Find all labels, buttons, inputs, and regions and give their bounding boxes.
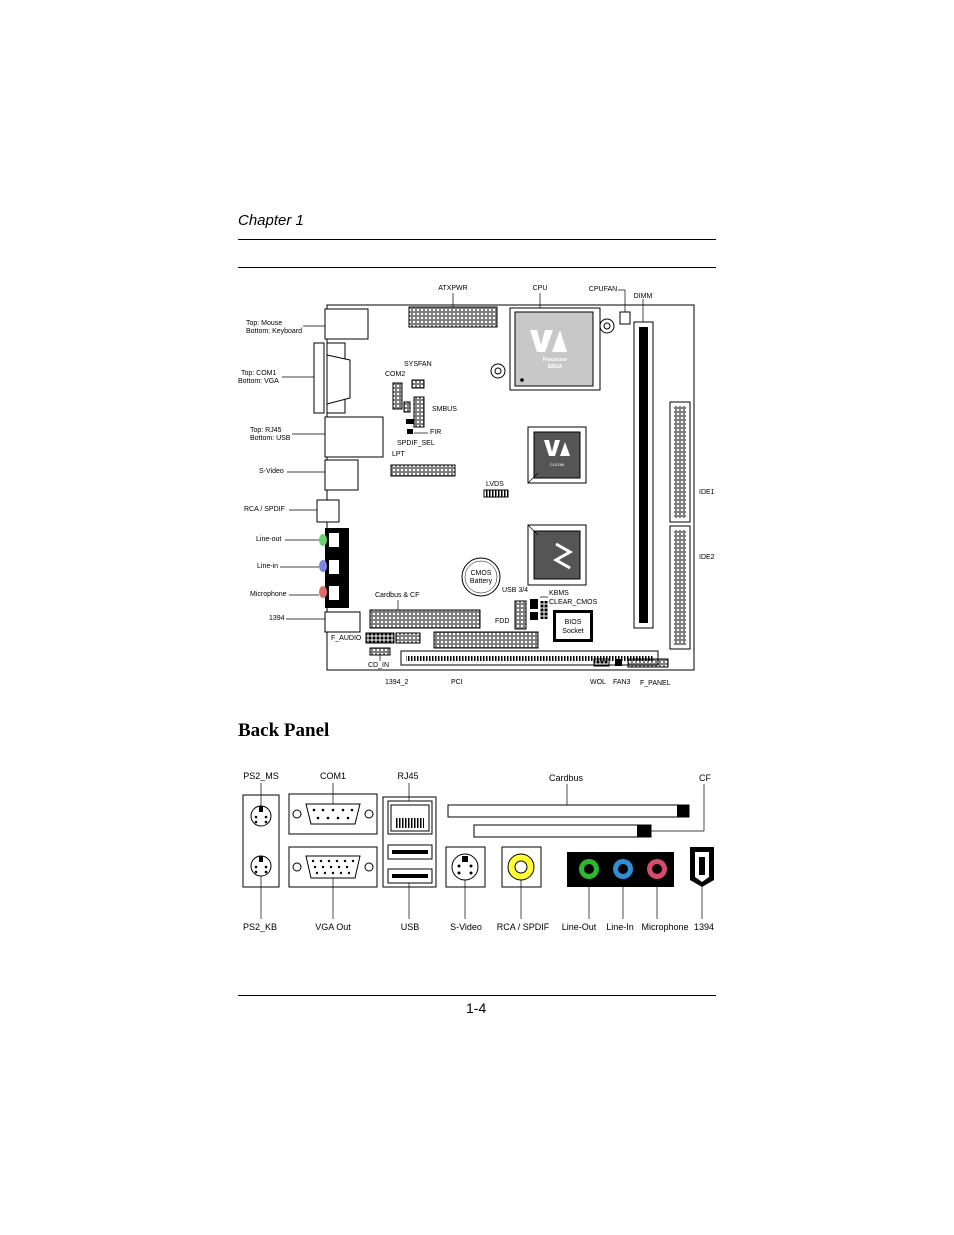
com1-bp-label: COM1 bbox=[319, 771, 347, 781]
keyboard-label: Bottom: Keyboard bbox=[246, 328, 303, 335]
line-in-label: Line-in bbox=[257, 563, 279, 570]
rj45-bp-label: RJ45 bbox=[397, 771, 419, 781]
lpt-label: LPT bbox=[392, 451, 405, 458]
rj45-usb-connector bbox=[324, 416, 384, 458]
header-rule bbox=[238, 239, 716, 240]
back-panel-diagram bbox=[242, 783, 714, 919]
southbridge-chip bbox=[533, 530, 581, 580]
svideo-bp-label: S-Video bbox=[450, 922, 482, 932]
fan3-label: FAN3 bbox=[613, 679, 631, 686]
smbus-label: SMBUS bbox=[432, 406, 457, 413]
microphone-bp-label: Microphone bbox=[641, 922, 689, 932]
rj45-label: Top: RJ45 bbox=[250, 427, 282, 434]
cardbus-cf-header bbox=[369, 609, 481, 629]
mouse-label: Top: Mouse bbox=[246, 320, 283, 327]
ieee1394-2-label: 1394_2 bbox=[385, 679, 409, 686]
com2-label: COM2 bbox=[385, 371, 406, 378]
rca-connector bbox=[316, 499, 340, 523]
northbridge-chip bbox=[533, 431, 581, 479]
dimm-label: DIMM bbox=[633, 293, 653, 300]
socket-label: Socket bbox=[562, 628, 584, 635]
cf-bp-label: CF bbox=[699, 773, 711, 783]
atxpwr-label: ATXPWR bbox=[438, 285, 468, 292]
cpufan-label: CPUFAN bbox=[588, 286, 618, 293]
lvds-label: LVDS bbox=[486, 481, 504, 488]
atx-power-connector bbox=[408, 306, 498, 328]
ide1-label: IDE1 bbox=[699, 489, 715, 496]
fdd-connector bbox=[433, 631, 539, 649]
wol-label: WOL bbox=[590, 679, 606, 686]
com1-label: Top: COM1 bbox=[241, 370, 277, 377]
back-panel-heading: Back Panel bbox=[238, 720, 330, 741]
chip-northbridge-label: CLE266 bbox=[549, 462, 565, 467]
cd-in-label: CD_IN bbox=[368, 662, 390, 669]
footer-rule bbox=[238, 995, 716, 996]
cardbus-bp-label: Cardbus bbox=[548, 773, 584, 783]
f-audio-label: F_AUDIO bbox=[331, 635, 362, 642]
lpt-header bbox=[390, 464, 456, 477]
ieee1394-bp-label: 1394 bbox=[693, 922, 715, 932]
cardbus-cf-label: Cardbus & CF bbox=[375, 592, 420, 599]
bios-label: BIOS bbox=[564, 619, 582, 626]
vga-label: Bottom: VGA bbox=[238, 378, 279, 385]
fdd-label: FDD bbox=[495, 618, 510, 625]
cmos-label: CMOS bbox=[470, 570, 492, 577]
svideo-label: S-Video bbox=[259, 468, 284, 475]
ieee1394-label: 1394 bbox=[269, 615, 285, 622]
cpu-label: CPU bbox=[532, 285, 548, 292]
kbms-label: KBMS bbox=[549, 590, 569, 597]
usb-bp-label: USB bbox=[400, 922, 420, 932]
line-out-label: Line-out bbox=[256, 536, 282, 543]
lvds-connector bbox=[483, 489, 509, 498]
ide2-label: IDE2 bbox=[699, 554, 715, 561]
clear-cmos-label: CLEAR_CMOS bbox=[549, 599, 598, 606]
chip-processor-label: Processor bbox=[542, 357, 568, 363]
chip-ebga-label: EBGA bbox=[547, 364, 563, 370]
page-number: 1-4 bbox=[466, 1000, 487, 1016]
rca-spdif-label: RCA / SPDIF bbox=[244, 506, 285, 513]
usb-label: Bottom: USB bbox=[250, 435, 291, 442]
fir-label: FIR bbox=[430, 429, 442, 436]
sysfan-label: SYSFAN bbox=[404, 361, 432, 368]
battery-label: Battery bbox=[469, 578, 493, 585]
line-in-bp-label: Line-In bbox=[606, 922, 634, 932]
ps2-kb-label: PS2_KB bbox=[242, 922, 278, 932]
f-panel-label: F_PANEL bbox=[640, 680, 671, 687]
diagram-top-rule bbox=[238, 267, 716, 268]
ps2-ms-label: PS2_MS bbox=[243, 771, 279, 781]
line-out-bp-label: Line-Out bbox=[561, 922, 597, 932]
ieee1394-connector bbox=[324, 611, 361, 633]
vga-out-label: VGA Out bbox=[315, 922, 351, 932]
chapter-title: Chapter 1 bbox=[238, 212, 304, 229]
spdif-sel-label: SPDIF_SEL bbox=[397, 440, 435, 447]
rca-spdif-bp-label: RCA / SPDIF bbox=[496, 922, 550, 932]
microphone-label: Microphone bbox=[250, 591, 287, 598]
svideo-connector bbox=[324, 459, 359, 491]
pci-label: PCI bbox=[451, 679, 463, 686]
usb34-label: USB 3/4 bbox=[502, 587, 529, 594]
ps2-connector bbox=[324, 308, 369, 340]
